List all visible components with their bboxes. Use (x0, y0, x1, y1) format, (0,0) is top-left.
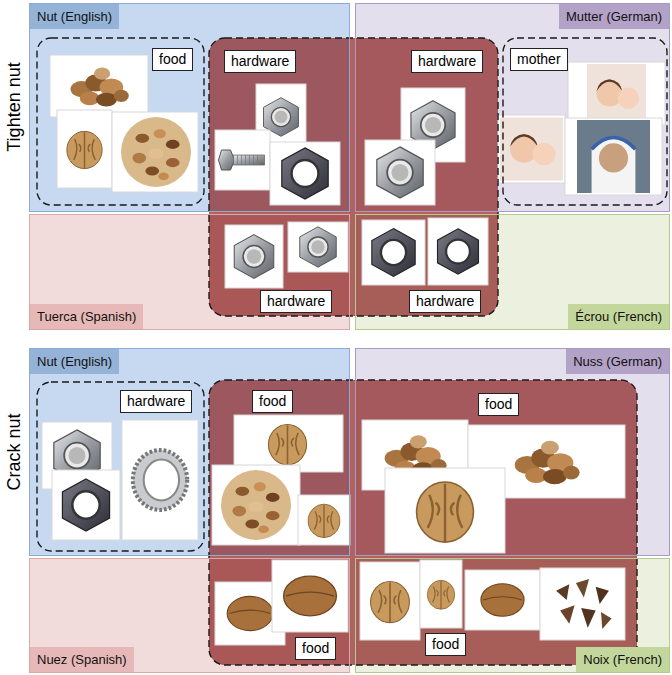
sense-label: food (478, 393, 519, 416)
sense-text: food (259, 393, 286, 409)
sense-text: hardware (418, 53, 476, 69)
sense-label: hardware (224, 50, 296, 73)
sense-label: mother (510, 48, 568, 71)
sense-label: hardware (411, 50, 483, 73)
language-label: Nut (English) (30, 4, 119, 29)
sense-label: food (152, 48, 193, 71)
language-label: Nut (English) (30, 349, 119, 374)
language-quadrant: Noix (French) food (355, 558, 670, 673)
sense-text: food (302, 640, 329, 656)
language-label: Tuerca (Spanish) (30, 304, 143, 329)
language-quadrant: Nut (English) food hardware (29, 3, 350, 212)
row-label: Tighten nut (3, 7, 25, 207)
sense-label: hardware (409, 290, 481, 313)
sense-text: food (432, 636, 459, 652)
language-quadrant: Nuez (Spanish) food (29, 558, 350, 673)
sense-label: food (252, 390, 293, 413)
sense-text: food (159, 51, 186, 67)
sense-label: hardware (260, 290, 332, 313)
language-quadrant: Écrou (French) hardware (355, 214, 670, 330)
sense-label: food (295, 637, 336, 660)
sense-text: hardware (231, 53, 289, 69)
language-quadrant: Nuss (German) food (355, 348, 670, 556)
sense-text: hardware (416, 293, 474, 309)
language-label: Nuss (German) (566, 349, 669, 374)
sense-text: food (485, 396, 512, 412)
language-label: Mutter (German) (559, 4, 669, 29)
language-label: Nuez (Spanish) (30, 647, 134, 672)
language-quadrant: Nut (English) hardware food (29, 348, 350, 556)
sense-label: food (425, 633, 466, 656)
language-quadrant: Mutter (German) hardware mother (355, 3, 670, 212)
sense-text: hardware (127, 393, 185, 409)
language-label: Noix (French) (576, 647, 669, 672)
language-label: Écrou (French) (568, 304, 669, 329)
sense-text: hardware (267, 293, 325, 309)
language-quadrant: Tuerca (Spanish) hardware (29, 214, 350, 330)
sense-text: mother (517, 51, 561, 67)
sense-label: hardware (120, 390, 192, 413)
row-label: Crack nut (3, 352, 25, 552)
